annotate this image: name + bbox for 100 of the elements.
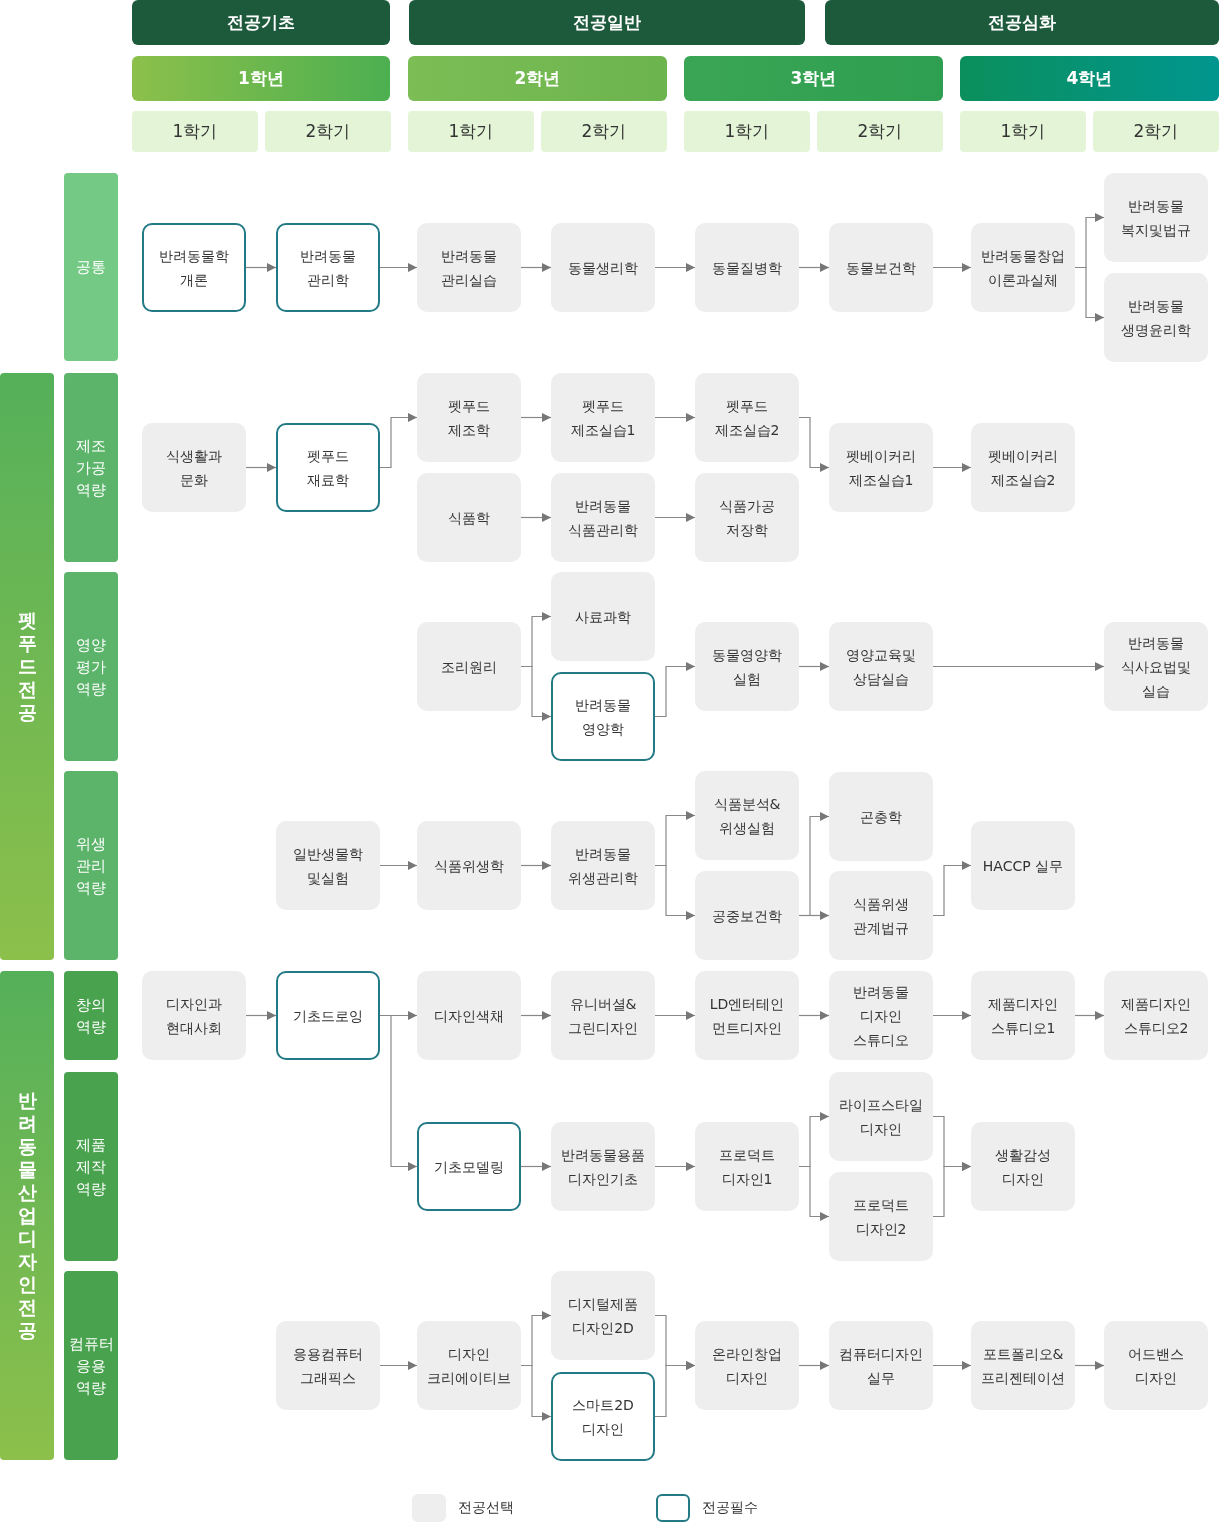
elective-course-box: 어드밴스 디자인 (1104, 1321, 1208, 1410)
arrow (1074, 1361, 1105, 1370)
elective-course-box: 반려동물 복지및법규 (1104, 173, 1208, 262)
arrow (520, 1011, 552, 1020)
semester-tab: 1학기 (960, 111, 1086, 152)
arrow (245, 263, 277, 272)
competency-label: 제조 가공 역량 (64, 373, 118, 562)
elective-course-box: 조리원리 (417, 622, 521, 711)
arrow (520, 665, 552, 721)
year-tab: 2학년 (408, 56, 667, 101)
legend-label: 전공선택 (458, 1499, 514, 1517)
elective-course-box: 식품위생 관계법규 (829, 871, 933, 960)
semester-tab: 1학기 (132, 111, 258, 152)
arrow (654, 662, 696, 718)
elective-course-box: 제품디자인 스튜디오2 (1104, 971, 1208, 1060)
elective-course-box: 식품분석& 위생실험 (695, 771, 799, 860)
major-label: 반려동물산업디자인전공 (0, 971, 54, 1460)
arrow (520, 1162, 552, 1171)
elective-course-box: 식품학 (417, 473, 521, 562)
arrow (932, 1011, 972, 1020)
elective-course-box: 사료과학 (551, 572, 655, 661)
semester-tab: 1학기 (408, 111, 534, 152)
elective-course-box: 동물질병학 (695, 223, 799, 312)
elective-course-box: 반려동물 식품관리학 (551, 473, 655, 562)
arrow (520, 861, 552, 870)
arrow (654, 1361, 696, 1418)
competency-label: 공통 (64, 173, 118, 361)
elective-course-box: 디자인색채 (417, 971, 521, 1060)
arrow (654, 1162, 696, 1171)
competency-label: 제품 제작 역량 (64, 1072, 118, 1261)
required-course-box: 기초모델링 (417, 1122, 521, 1211)
required-course-box: 스마트2D 디자인 (551, 1372, 655, 1461)
arrow (654, 864, 696, 920)
arrow (379, 413, 418, 469)
semester-tab: 2학기 (265, 111, 391, 152)
arrow (379, 1361, 418, 1370)
elective-course-box: 컴퓨터디자인 실무 (829, 1321, 933, 1410)
elective-course-box: 반려동물용품 디자인기초 (551, 1122, 655, 1211)
arrow (245, 1011, 277, 1020)
semester-tab: 2학기 (1093, 111, 1219, 152)
arrow (932, 263, 972, 272)
competency-label: 위생 관리 역량 (64, 771, 118, 960)
required-course-box: 반려동물학 개론 (142, 223, 246, 312)
elective-course-box: 펫푸드 제조실습2 (695, 373, 799, 462)
arrow (932, 1361, 972, 1370)
competency-label: 창의 역량 (64, 971, 118, 1060)
arrow (379, 263, 418, 272)
arrow (654, 513, 696, 522)
competency-label: 컴퓨터 응용 역량 (64, 1271, 118, 1460)
arrow (379, 861, 418, 870)
elective-course-box: 제품디자인 스튜디오1 (971, 971, 1075, 1060)
semester-tab: 2학기 (817, 111, 943, 152)
elective-course-box: 유니버셜& 그린디자인 (551, 971, 655, 1060)
elective-course-box: 식품위생학 (417, 821, 521, 910)
elective-course-box: 응용컴퓨터 그래픽스 (276, 1321, 380, 1410)
elective-course-box: 공중보건학 (695, 871, 799, 960)
arrow (654, 263, 696, 272)
arrow (654, 1011, 696, 1020)
arrow (798, 1011, 830, 1020)
required-course-box: 반려동물 영양학 (551, 672, 655, 761)
elective-course-box: 영양교육및 상담실습 (829, 622, 933, 711)
arrow (932, 662, 1105, 671)
elective-course-box: 곤충학 (829, 772, 933, 861)
elective-course-box: LD엔터테인 먼트디자인 (695, 971, 799, 1060)
elective-course-box: 반려동물 식사요법및 실습 (1104, 622, 1208, 711)
stage-header-bar: 전공일반 (409, 0, 805, 45)
arrow (379, 1014, 418, 1171)
elective-course-box: 프로덕트 디자인1 (695, 1122, 799, 1211)
arrow (798, 416, 830, 472)
elective-course-box: 식생활과 문화 (142, 423, 246, 512)
elective-course-box: 동물보건학 (829, 223, 933, 312)
arrow (932, 1162, 972, 1218)
arrow (798, 263, 830, 272)
elective-course-box: 프로덕트 디자인2 (829, 1172, 933, 1261)
elective-course-box: 포트폴리오& 프리젠테이션 (971, 1321, 1075, 1410)
arrow (798, 1165, 830, 1221)
elective-course-box: 펫베이커리 제조실습1 (829, 423, 933, 512)
year-tab: 1학년 (132, 56, 390, 101)
arrow (932, 861, 972, 917)
elective-course-box: 동물생리학 (551, 223, 655, 312)
elective-course-box: 반려동물 디자인 스튜디오 (829, 971, 933, 1060)
arrow (245, 463, 277, 472)
required-course-box: 기초드로잉 (276, 971, 380, 1060)
elective-course-box: 식품가공 저장학 (695, 473, 799, 562)
semester-tab: 2학기 (541, 111, 667, 152)
arrow (1074, 266, 1105, 322)
elective-course-box: 디자인 크리에이티브 (417, 1321, 521, 1410)
legend-label: 전공필수 (702, 1499, 758, 1517)
elective-course-box: 생활감성 디자인 (971, 1122, 1075, 1211)
elective-course-box: 디자인과 현대사회 (142, 971, 246, 1060)
elective-course-box: 반려동물창업 이론과실체 (971, 223, 1075, 312)
arrow (798, 911, 830, 920)
arrow (798, 662, 830, 671)
year-tab: 3학년 (684, 56, 943, 101)
arrow (654, 413, 696, 422)
elective-course-box: 라이프스타일 디자인 (829, 1072, 933, 1161)
semester-tab: 1학기 (684, 111, 810, 152)
year-tab: 4학년 (960, 56, 1219, 101)
required-course-box: 반려동물 관리학 (276, 223, 380, 312)
arrow (520, 413, 552, 422)
